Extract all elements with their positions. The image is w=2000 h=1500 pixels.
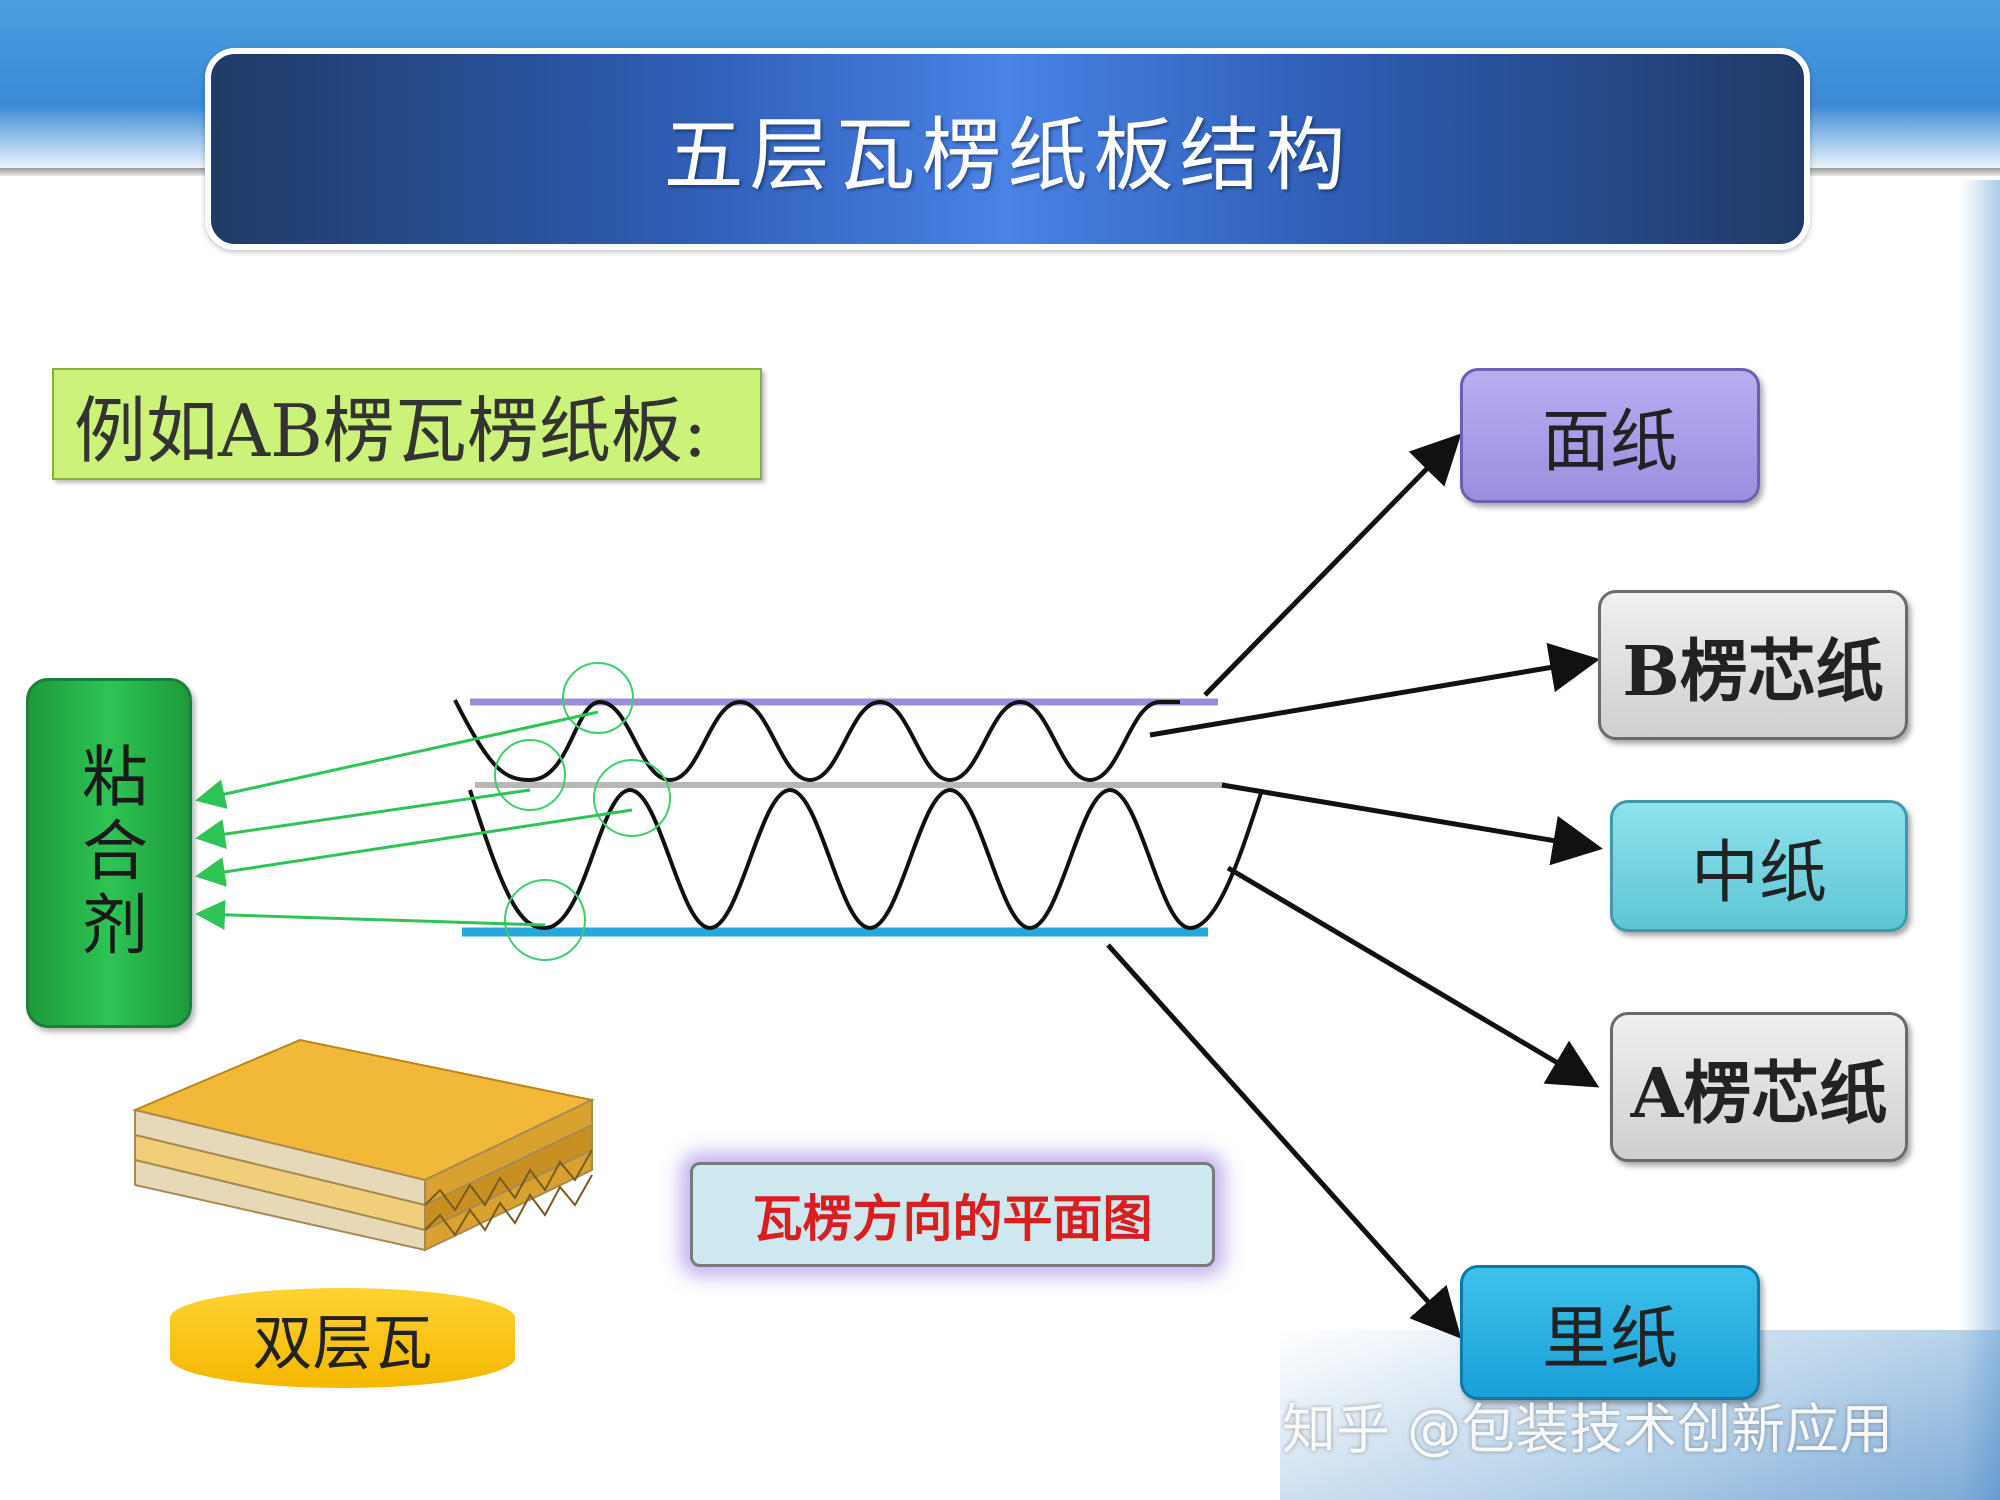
face-arrow [1203,433,1462,697]
title-bar: 五层瓦楞纸板结构 [205,48,1810,250]
b-flute-wave [453,699,1180,783]
b-flute-arrow [1149,642,1600,738]
double-wall-label: 双层瓦 [170,1288,515,1388]
double-wall-board-illustration [131,1038,596,1252]
glue-arrow [195,788,531,849]
right-edge-decoration [1960,180,2000,1500]
glue-arrow [195,808,633,887]
liner-paper-box: 里纸 [1460,1265,1760,1400]
glue-point-circle [562,662,634,734]
watermark: 知乎 @包装技术创新应用 [1282,1398,1894,1461]
slide-title: 五层瓦楞纸板结构 [663,109,1352,202]
glue-point-circle [593,759,671,837]
glue-label: 粘合剂 [71,742,148,964]
glue-arrow [195,710,599,809]
glue-point-circle [494,739,566,811]
liner-arrow [1106,943,1462,1339]
b-flute-paper-box: B楞芯纸 [1598,590,1908,740]
middle-arrow [1221,782,1603,866]
plan-view-label: 瓦楞方向的平面图 [690,1162,1215,1267]
a-flute-paper-box: A楞芯纸 [1610,1012,1908,1162]
face-paper-box: 面纸 [1460,368,1760,503]
glue-box: 粘合剂 [26,678,192,1028]
middle-paper-box: 中纸 [1610,800,1908,932]
glue-arrow [195,899,546,930]
a-flute-wave [468,787,1264,931]
a-flute-arrow [1226,865,1600,1088]
glue-point-circle [504,879,586,961]
example-label: 例如AB楞瓦楞纸板: [52,368,762,480]
